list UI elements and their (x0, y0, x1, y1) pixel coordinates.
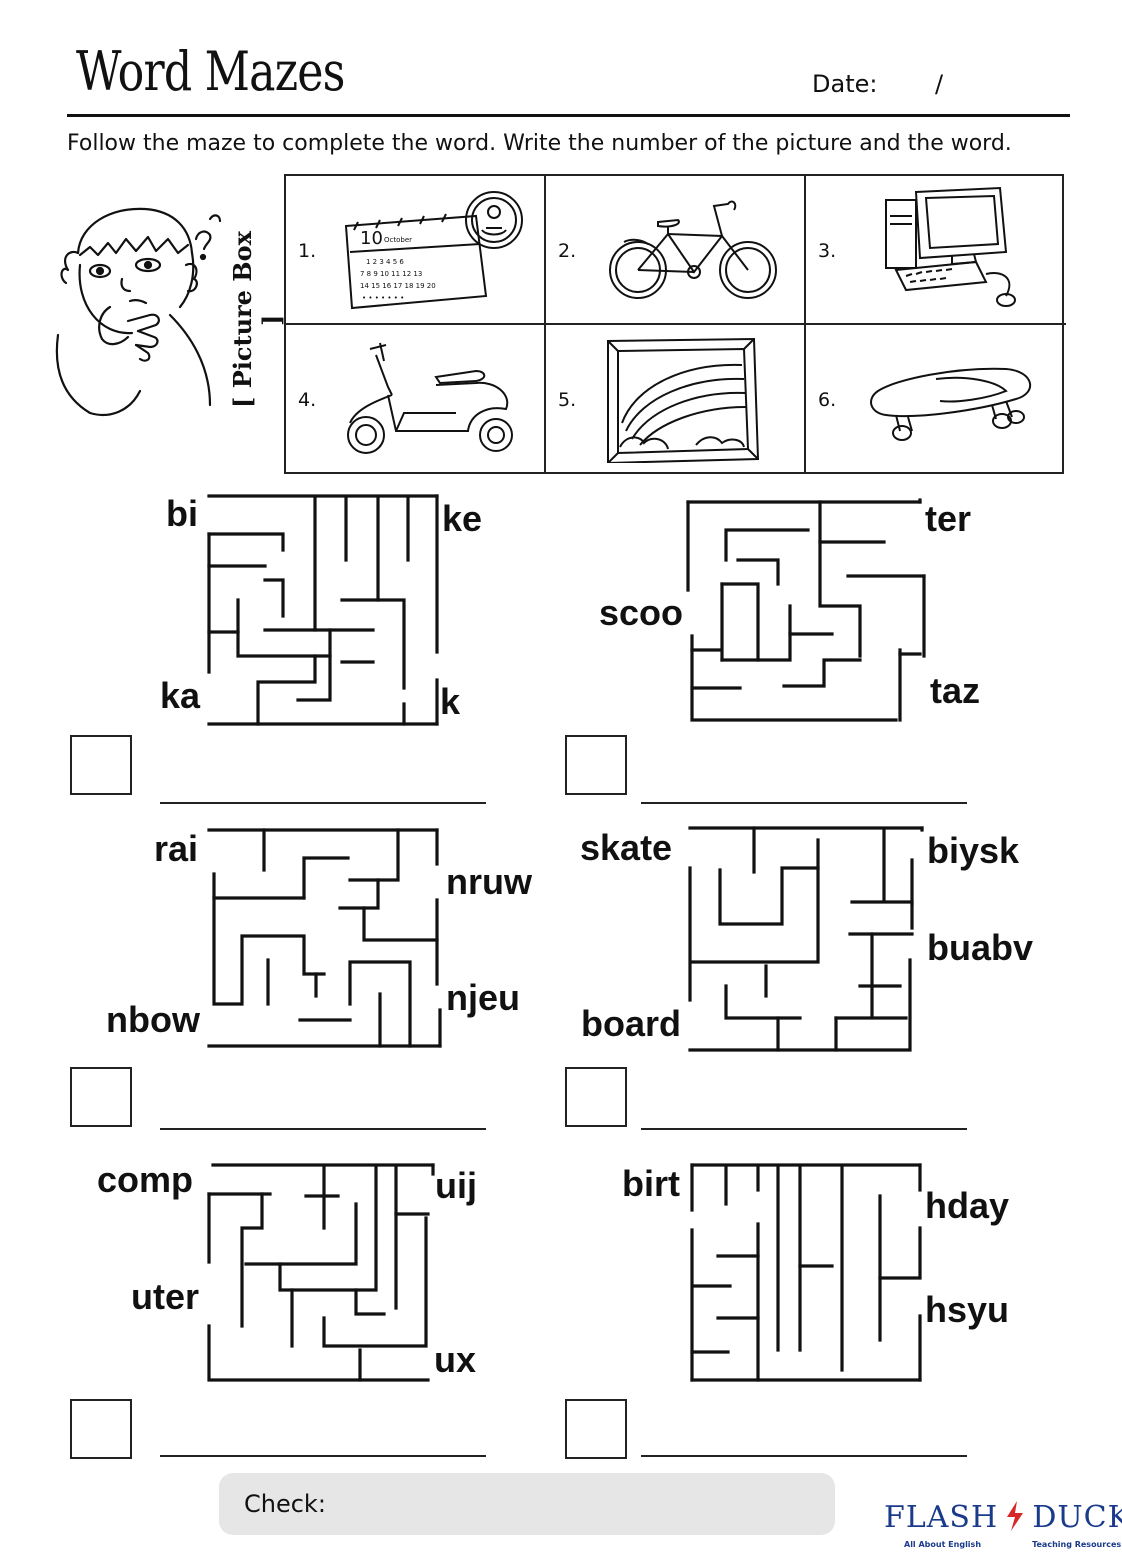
scooter-icon (347, 342, 513, 454)
maze-5-ending-1: uij (435, 1165, 477, 1206)
calendar-icon: 10 October 1 2 3 4 5 6 7 8 9 10 11 12 13… (344, 191, 523, 310)
maze-2[interactable] (680, 492, 930, 728)
maze-5[interactable] (200, 1156, 440, 1388)
maze-2-ending-2: taz (930, 670, 981, 711)
picture-cell-1: 1. 10 October 1 2 3 4 5 6 7 8 9 10 11 12… (286, 176, 546, 325)
maze-4-ending-2: buabv (927, 927, 1034, 968)
svg-text:14 15 16 17 18 19 20: 14 15 16 17 18 19 20 (360, 282, 436, 290)
maze-3-ending-3: nbow (106, 999, 200, 1040)
logo-bolt-icon (1003, 1501, 1027, 1531)
picture-number: 5. (558, 389, 577, 411)
page-title: Word Mazes (76, 40, 345, 103)
maze-3-ending-2: njeu (446, 977, 521, 1018)
picture-number: 2. (558, 240, 577, 262)
answer-word-line[interactable] (160, 802, 486, 804)
logo-sub-right: Teaching Resources (1032, 1540, 1122, 1549)
bicycle-icon (609, 200, 777, 299)
maze-4-start: skate (580, 827, 673, 868)
answer-word-line[interactable] (641, 1455, 967, 1457)
picture-cell-5: 5. (546, 325, 806, 474)
computer-icon (885, 186, 1016, 307)
answer-word-line[interactable] (641, 802, 967, 804)
picture-number: 3. (818, 240, 837, 262)
maze-5-start: comp (97, 1159, 194, 1200)
maze-3-start: rai (154, 828, 199, 869)
maze-3-ending-1: nruw (446, 861, 532, 902)
svg-text:7 8 9 10 11 12 13: 7 8 9 10 11 12 13 (360, 270, 422, 278)
maze-1-ending-1: ke (442, 498, 483, 539)
check-label: Check: (244, 1490, 326, 1518)
picture-cell-6: 6. (806, 325, 1066, 474)
flash-duck-logo: FLASH DUCK All About English Teaching Re… (884, 1500, 1122, 1549)
picture-number: 1. (298, 240, 317, 262)
answer-word-line[interactable] (160, 1455, 486, 1457)
maze-1[interactable] (200, 488, 450, 733)
instructions-text: Follow the maze to complete the word. Wr… (67, 131, 1012, 156)
answer-number-box[interactable] (565, 1067, 627, 1127)
thinking-boy-illustration (55, 207, 222, 417)
picture-cell-2: 2. (546, 176, 806, 325)
picture-number: 6. (818, 389, 837, 411)
answer-word-line[interactable] (641, 1128, 967, 1130)
answer-number-box[interactable] (70, 735, 132, 795)
maze-2-ending-1: ter (925, 498, 972, 539)
answer-number-box[interactable] (70, 1399, 132, 1459)
maze-1-ending-3: k (440, 681, 461, 722)
svg-text:October: October (384, 236, 412, 244)
maze-5-ending-3: ux (434, 1339, 477, 1380)
answer-word-line[interactable] (160, 1128, 486, 1130)
logo-main-right: DUCK (1032, 1500, 1122, 1535)
maze-1-start: bi (166, 493, 198, 534)
maze-1-ending-2: ka (160, 675, 201, 716)
rainbow-picture-icon (607, 337, 760, 463)
title-divider (67, 114, 1070, 117)
picture-box: 1. 10 October 1 2 3 4 5 6 7 8 9 10 11 12… (284, 174, 1066, 474)
skateboard-icon (870, 367, 1032, 441)
maze-5-ending-2: uter (131, 1276, 200, 1317)
maze-6-ending-2: hsyu (925, 1289, 1010, 1330)
answer-number-box[interactable] (565, 735, 627, 795)
maze-4-ending-1: biysk (927, 830, 1020, 871)
picture-number: 4. (298, 389, 317, 411)
maze-6-ending-1: hday (925, 1185, 1010, 1226)
maze-2-start: scoo (599, 592, 684, 633)
answer-number-box[interactable] (70, 1067, 132, 1127)
maze-4[interactable] (680, 820, 930, 1056)
svg-text:10: 10 (360, 228, 383, 249)
maze-6[interactable] (680, 1156, 930, 1388)
picture-cell-3: 3. (806, 176, 1066, 325)
svg-text:• • • • • • •: • • • • • • • (362, 294, 404, 302)
logo-main-left: FLASH (884, 1500, 999, 1535)
check-bar (219, 1473, 835, 1535)
maze-6-start: birt (622, 1163, 680, 1204)
picture-cell-4: 4. (286, 325, 546, 474)
maze-3[interactable] (200, 820, 450, 1056)
answer-number-box[interactable] (565, 1399, 627, 1459)
picture-box-label: [ Picture Box ] (228, 231, 286, 409)
logo-sub-left: All About English (904, 1540, 982, 1549)
svg-text:1 2 3 4 5 6: 1 2 3 4 5 6 (366, 258, 404, 266)
date-label: Date: (812, 70, 878, 98)
maze-4-ending-3: board (581, 1003, 682, 1044)
date-slash: / (935, 70, 944, 98)
